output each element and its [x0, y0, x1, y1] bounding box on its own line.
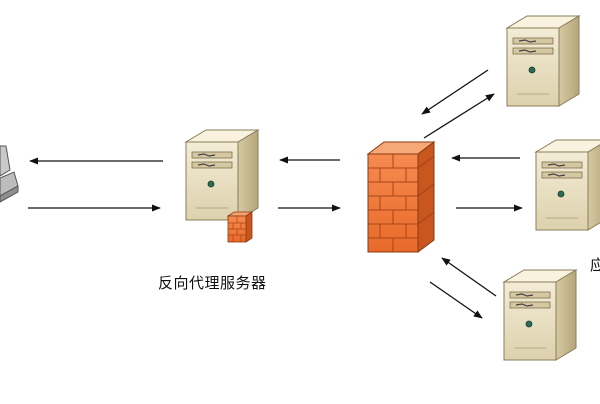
arrow-bottom-server-to-firewall	[441, 257, 497, 297]
arrow-top-server-to-firewall	[421, 69, 489, 115]
backend-server-top-icon	[506, 15, 580, 107]
proxy-server-label: 反向代理服务器	[158, 274, 267, 292]
server-label-cut: 应	[590, 256, 600, 274]
proxy-server-icon	[185, 129, 259, 243]
backend-server-middle-icon	[535, 139, 600, 231]
arrow-firewall-to-bottom-server	[429, 281, 483, 319]
proxy-firewall-badge-icon	[226, 211, 254, 243]
arrow-firewall-to-top-server	[423, 93, 495, 139]
backend-server-bottom-icon	[503, 269, 577, 361]
firewall-icon	[366, 141, 436, 253]
computer-icon	[0, 145, 19, 203]
